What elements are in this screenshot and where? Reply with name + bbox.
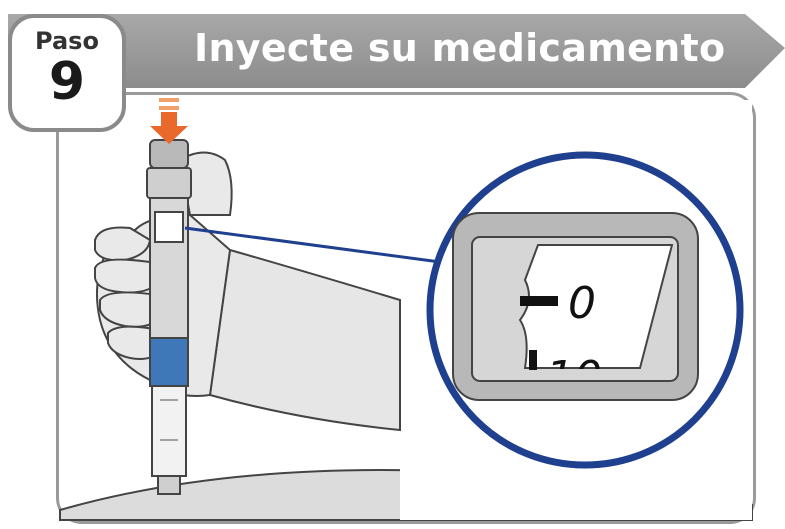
finger-2	[94, 258, 162, 294]
banner-shape	[8, 14, 785, 88]
pen-button	[149, 139, 189, 169]
pen-accent	[149, 337, 189, 387]
finger-1	[94, 226, 152, 262]
forearm	[208, 248, 401, 432]
finger-3	[99, 291, 167, 328]
dose-value-upper: 0	[568, 278, 596, 329]
header-banner	[8, 14, 785, 88]
pen-dose-window	[154, 211, 184, 243]
step-label: Paso	[35, 27, 99, 55]
thumb	[178, 151, 233, 216]
pen-dial	[146, 167, 192, 199]
step-title: Inyecte su medicamento	[194, 26, 726, 70]
dose-value-lower: 10	[546, 352, 602, 403]
dose-label-card	[518, 244, 674, 369]
step-number: 9	[48, 52, 86, 112]
press-down-arrow-icon	[150, 98, 188, 144]
pen-needle-hub	[157, 475, 181, 495]
magnifier-leader-line	[184, 226, 441, 264]
step-badge: Paso 9	[8, 14, 126, 132]
injection-pen	[146, 139, 192, 495]
dose-marker-lower	[529, 350, 537, 370]
dose-marker-upper	[520, 296, 558, 306]
